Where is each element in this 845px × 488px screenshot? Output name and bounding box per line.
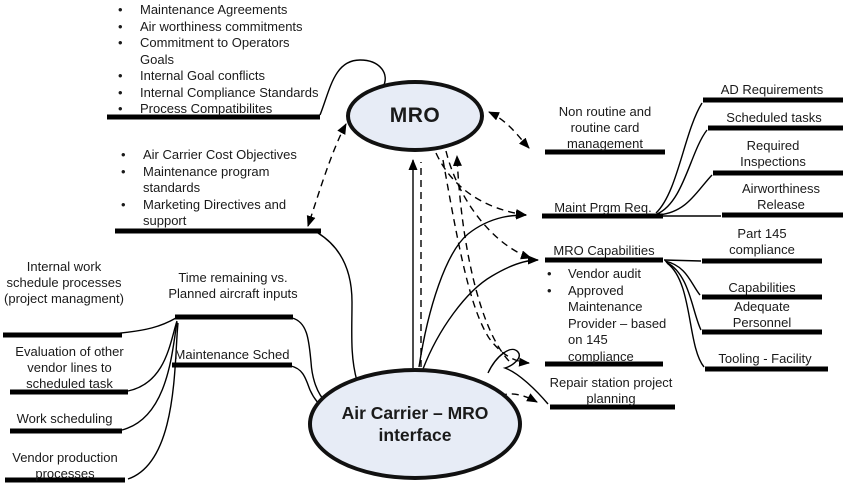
- label-tooling-facility: Tooling - Facility: [718, 351, 812, 366]
- label-internal-work: Internal work schedule processes (projec…: [4, 259, 124, 306]
- label-vendor-production: Vendor production processes: [12, 450, 118, 481]
- node-air-carrier-mro-interface: Air Carrier – MRO interface: [308, 368, 522, 480]
- label-maint-prgm-req: Maint Prgm Req.: [554, 200, 652, 215]
- list-item: Air worthiness commitments: [110, 19, 332, 36]
- list-item: Process Compatibilites: [110, 101, 332, 118]
- label-mro-capabilities: MRO Capabilities: [553, 243, 655, 258]
- dashed-connectors: [306, 111, 538, 403]
- label-part-145: Part 145 compliance: [729, 226, 795, 257]
- mro-inputs-list: Maintenance Agreements Air worthiness co…: [110, 2, 332, 118]
- node-interface-label: Air Carrier – MRO interface: [341, 403, 489, 445]
- list-item: Marketing Directives and support: [113, 197, 313, 230]
- label-required-inspections: Required Inspections: [740, 138, 806, 169]
- label-maintenance-sched: Maintenance Sched: [174, 347, 290, 362]
- list-item: Vendor audit: [545, 266, 667, 283]
- solid-connectors: [109, 59, 721, 480]
- carrier-objectives-list: Air Carrier Cost Objectives Maintenance …: [113, 147, 323, 230]
- label-repair-station: Repair station project planning: [549, 375, 673, 406]
- list-item: Internal Compliance Standards: [110, 85, 332, 102]
- node-mro: MRO: [346, 80, 484, 152]
- node-mro-label: MRO: [389, 104, 441, 127]
- label-capabilities: Capabilities: [728, 280, 796, 295]
- list-item: Maintenance program standards: [113, 164, 308, 197]
- label-time-remaining: Time remaining vs. Planned aircraft inpu…: [168, 270, 298, 301]
- list-item: Internal Goal conflicts: [110, 68, 332, 85]
- label-adequate-personnel: Adequate Personnel: [732, 299, 792, 330]
- list-item: Approved Maintenance Provider – based on…: [545, 283, 668, 366]
- capability-detail-list: Vendor audit Approved Maintenance Provid…: [545, 266, 667, 365]
- label-scheduled-tasks: Scheduled tasks: [726, 110, 822, 125]
- label-non-routine: Non routine and routine card management: [558, 104, 652, 151]
- list-item: Commitment to Operators Goals: [110, 35, 325, 68]
- list-item: Air Carrier Cost Objectives: [113, 147, 323, 164]
- label-ad-requirements: AD Requirements: [720, 82, 824, 97]
- label-airworthiness-release: Airworthiness Release: [741, 181, 821, 212]
- list-item: Maintenance Agreements: [110, 2, 332, 19]
- label-work-scheduling: Work scheduling: [16, 411, 113, 426]
- label-evaluation: Evaluation of other vendor lines to sche…: [15, 344, 124, 391]
